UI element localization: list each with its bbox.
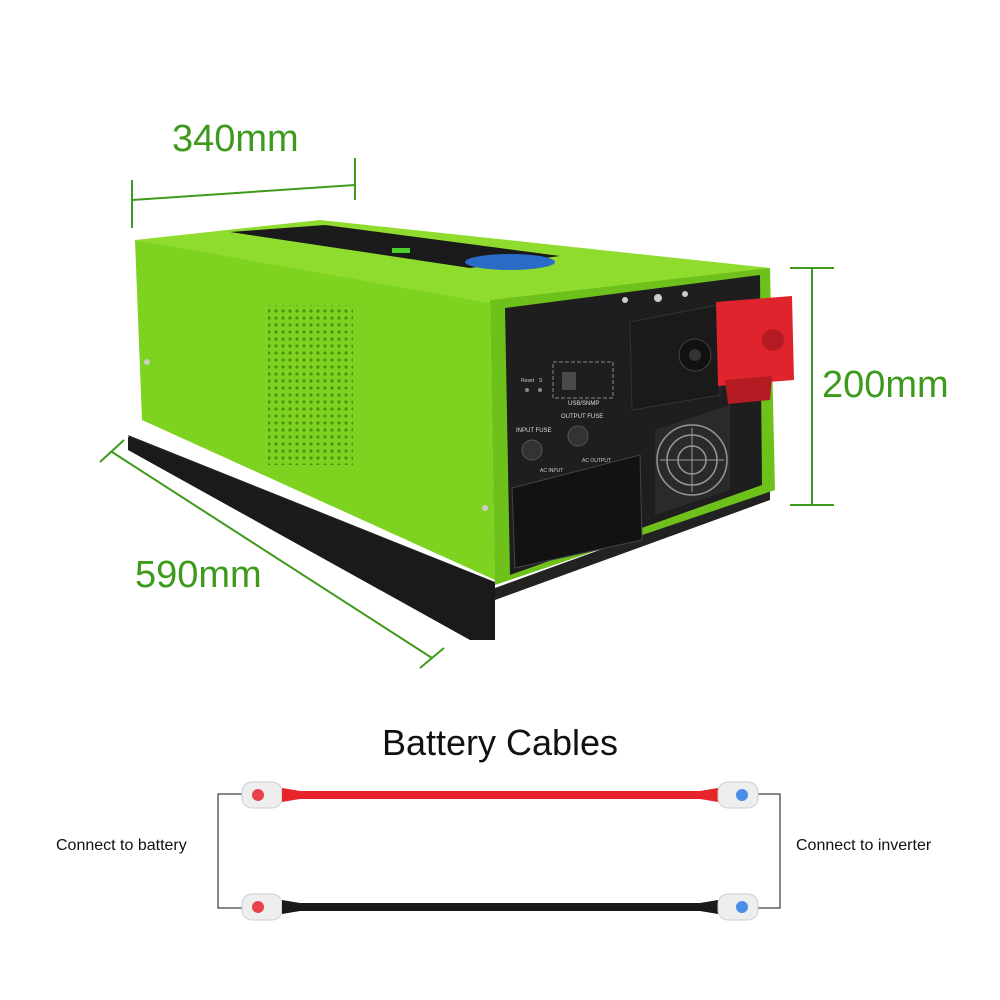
display-indicator — [392, 248, 410, 253]
reset-label: Reset — [521, 378, 535, 384]
base-plate-front — [128, 437, 495, 640]
screw — [654, 294, 662, 302]
positive-terminal — [716, 296, 794, 404]
output-fuse-knob — [567, 425, 589, 447]
screw — [482, 505, 488, 511]
negative-terminal — [629, 304, 721, 411]
output-fuse-label: OUTPUT FUSE — [561, 414, 603, 420]
inverter-bracket — [755, 793, 781, 909]
product-illustration: Reset S USB/SNMP INPUT FUSE OUTPUT FUSE … — [99, 158, 834, 669]
width-dimension-line — [131, 158, 356, 228]
battery-bracket — [217, 793, 245, 909]
screw — [622, 297, 628, 303]
reset-button — [525, 388, 529, 392]
width-dimension-label: 340mm — [172, 118, 299, 160]
battery-cables-title: Battery Cables — [381, 722, 619, 763]
connect-to-battery-label: Connect to battery — [56, 837, 187, 854]
input-fuse-knob — [521, 439, 543, 461]
vent-grid — [268, 305, 353, 465]
s-label: S — [539, 378, 543, 384]
height-dimension-line — [790, 267, 834, 506]
display-window — [465, 254, 555, 270]
ac-terminal-cover — [511, 454, 643, 569]
usb-port-frame — [552, 361, 614, 399]
ac-input-label: AC INPUT — [540, 468, 563, 474]
ac-output-label: AC OUTPUT — [582, 458, 611, 464]
length-dimension-line — [99, 439, 445, 669]
length-dimension-label: 590mm — [135, 554, 262, 596]
black-cable — [241, 893, 759, 921]
height-dimension-label: 200mm — [822, 364, 949, 406]
screw — [682, 291, 688, 297]
screw — [144, 359, 150, 365]
red-cable — [241, 781, 759, 809]
input-fuse-label: INPUT FUSE — [516, 428, 552, 434]
usb-label: USB/SNMP — [568, 401, 599, 407]
cooling-fan — [655, 405, 730, 515]
battery-cables-illustration — [217, 781, 781, 921]
usb-port — [562, 372, 576, 390]
switch-button — [538, 388, 542, 392]
connect-to-inverter-label: Connect to inverter — [796, 837, 932, 854]
